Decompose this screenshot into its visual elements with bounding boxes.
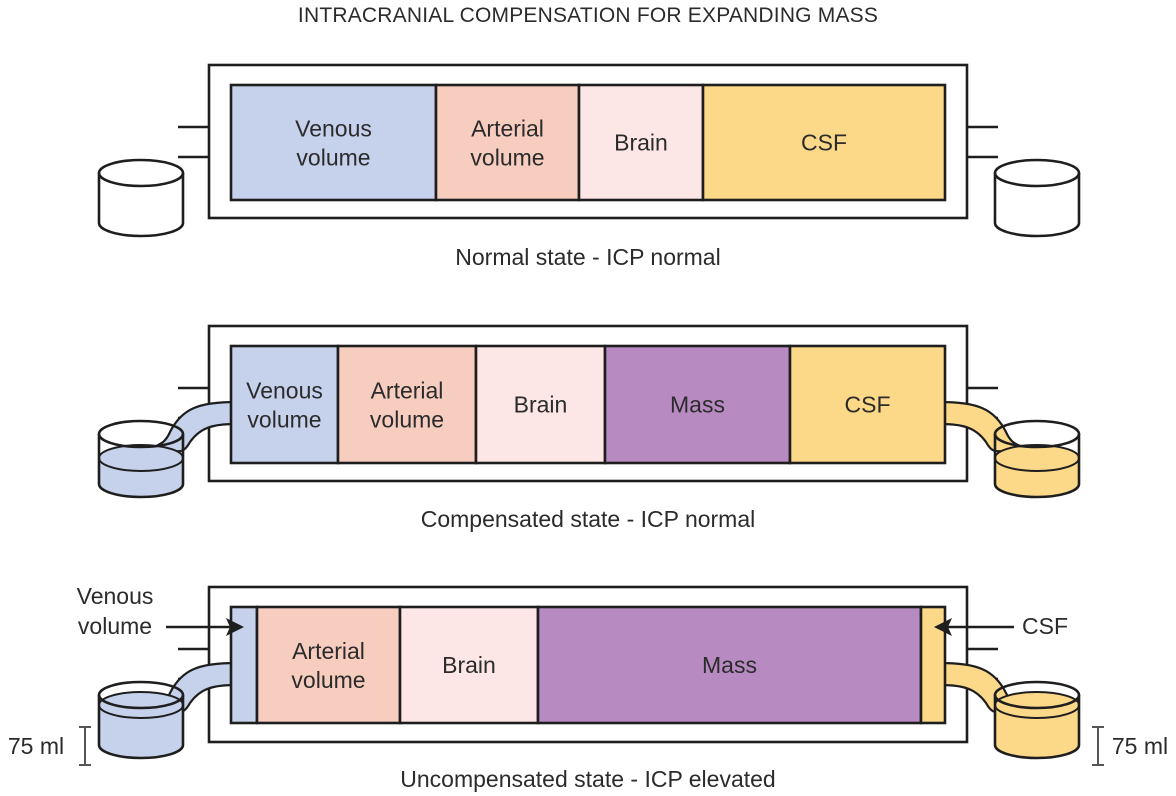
compartment-brain: Brain — [577, 83, 705, 202]
panel-1: Venous volume Arterial volume Brain CSF Normal… — [97, 63, 1081, 270]
venous-reservoir-icon — [97, 419, 185, 499]
compartment-label: volume — [296, 145, 370, 171]
csf-arrowhead-icon — [934, 618, 952, 636]
compartment-label: Arterial — [292, 638, 365, 664]
compartment-label: Mass — [702, 652, 757, 678]
compartment-label: Venous — [246, 378, 323, 404]
compartment-label: Brain — [514, 392, 568, 418]
venous-callout-label: Venous — [77, 583, 154, 609]
compartment-brain: Brain — [474, 344, 607, 465]
skull-frame — [207, 63, 969, 220]
compartment-label: Arterial — [371, 378, 444, 404]
panel-caption: Compensated state - ICP normal — [421, 506, 756, 532]
compartment-label: Arterial — [471, 116, 544, 142]
compartment-label: volume — [291, 667, 365, 693]
diagram-title: INTRACRANIAL COMPENSATION FOR EXPANDING … — [298, 4, 878, 27]
compartment-label: CSF — [845, 392, 891, 418]
venous-reservoir-icon — [97, 680, 185, 760]
panel-caption: Normal state - ICP normal — [455, 244, 720, 270]
venous-arrowhead-icon — [226, 618, 244, 636]
compartment-label: volume — [370, 407, 444, 433]
csf-reservoir-icon — [993, 158, 1081, 238]
left-volume-label: 75 ml — [8, 733, 64, 759]
compartment-venous: Venous volume — [229, 344, 340, 465]
compartment-csf: CSF — [701, 83, 947, 202]
venous-reservoir-icon — [97, 158, 185, 238]
compartment-arterial: Arterial volume — [336, 344, 478, 465]
csf-reservoir-icon — [993, 680, 1081, 760]
compartment-label: Venous — [295, 116, 372, 142]
venous-callout-label: volume — [78, 613, 152, 639]
compartment-label: Brain — [614, 130, 668, 156]
compartment-label: Brain — [442, 652, 496, 678]
compartment-brain: Brain — [398, 605, 540, 725]
compartment-label: Mass — [670, 392, 725, 418]
compartment-arterial: Arterial volume — [434, 83, 581, 202]
right-volume-label: 75 ml — [1112, 733, 1168, 759]
compartment-label: CSF — [801, 130, 847, 156]
panel-caption: Uncompensated state - ICP elevated — [400, 766, 775, 792]
compartment-arterial: Arterial volume — [255, 605, 402, 725]
compartment-label: volume — [470, 145, 544, 171]
compartment-venous: Venous volume — [229, 83, 438, 202]
compartment-mass: Mass — [603, 344, 792, 465]
csf-reservoir-icon — [993, 419, 1081, 499]
compartment-mass: Mass — [536, 605, 923, 725]
compartment-label: volume — [247, 407, 321, 433]
csf-callout-label: CSF — [1022, 613, 1068, 639]
panel-2: Venous volume Arterial volume Brain Mass CSF Co… — [97, 324, 1081, 532]
compartment-csf: CSF — [788, 344, 947, 465]
